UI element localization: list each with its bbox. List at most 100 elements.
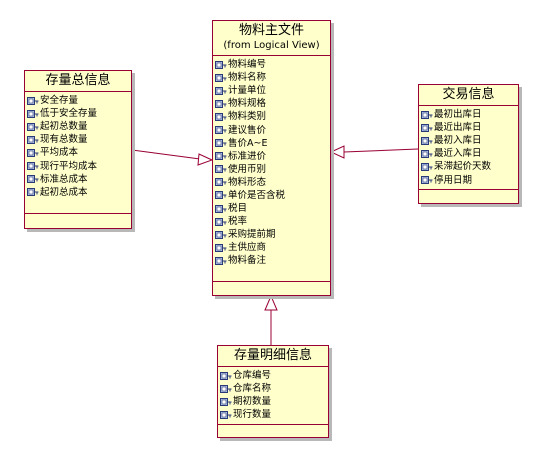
attribute-key-icon <box>27 122 40 132</box>
attribute-row[interactable]: 最初出库日 <box>419 108 518 121</box>
generalization-trade <box>329 145 419 159</box>
generalization-stock-detail <box>264 294 278 345</box>
attribute-label: 最初出库日 <box>434 109 482 121</box>
attribute-row[interactable]: 物料备注 <box>213 254 330 267</box>
attribute-label: 最近入库日 <box>434 148 482 160</box>
attribute-row[interactable]: 采购提前期 <box>213 228 330 241</box>
class-subtitle: (from Logical View) <box>223 40 320 51</box>
class-title: 交易信息 <box>442 87 495 102</box>
attribute-key-icon <box>27 187 40 197</box>
inheritance-arrow-icon <box>197 153 214 166</box>
attribute-row[interactable]: 停用日期 <box>419 173 518 186</box>
attribute-row[interactable]: 计量单位 <box>213 84 330 97</box>
operations-compartment <box>419 189 518 203</box>
operations-compartment <box>25 213 131 228</box>
class-title: 存量明细信息 <box>233 348 312 363</box>
attribute-key-icon <box>421 162 434 172</box>
attribute-list: 安全存量低于安全存量起初总数量现有总数量平均成本现行平均成本标准总成本起初总成本 <box>25 92 131 199</box>
operations-compartment <box>218 424 328 437</box>
attribute-label: 起初总数量 <box>40 121 88 133</box>
attribute-row[interactable]: 最近出库日 <box>419 121 518 134</box>
attribute-key-icon <box>421 175 434 185</box>
operations-compartment <box>213 281 330 295</box>
attribute-label: 停用日期 <box>434 174 473 186</box>
attribute-label: 物料规格 <box>228 98 267 110</box>
attribute-row[interactable]: 主供应商 <box>213 241 330 254</box>
attribute-label: 售价A~E <box>228 137 268 149</box>
attribute-label: 物料备注 <box>228 255 267 267</box>
attribute-label: 起初总成本 <box>40 186 88 198</box>
generalization-stock-total <box>131 149 214 166</box>
attribute-label: 最初入库日 <box>434 135 482 147</box>
attribute-row[interactable]: 物料规格 <box>213 97 330 110</box>
attribute-label: 物料编号 <box>228 59 267 71</box>
attribute-row[interactable]: 最初入库日 <box>419 134 518 147</box>
attribute-key-icon <box>220 384 233 394</box>
attribute-key-icon <box>27 96 40 106</box>
attribute-label: 物料名称 <box>228 72 267 84</box>
attribute-key-icon <box>215 73 228 83</box>
attribute-row[interactable]: 物料类别 <box>213 110 330 123</box>
attribute-row[interactable]: 平均成本 <box>25 146 131 159</box>
class-stock-detail[interactable]: 存量明细信息 仓库编号仓库名称期初数量现行数量 <box>217 345 329 438</box>
class-stock-total[interactable]: 存量总信息 安全存量低于安全存量起初总数量现有总数量平均成本现行平均成本标准总成… <box>24 70 132 229</box>
attribute-label: 物料形态 <box>228 176 267 188</box>
attribute-row[interactable]: 税目 <box>213 202 330 215</box>
attribute-row[interactable]: 期初数量 <box>218 395 328 408</box>
class-trade-info[interactable]: 交易信息 最初出库日最近出库日最初入库日最近入库日呆滞起价天数停用日期 <box>418 84 519 204</box>
attribute-label: 平均成本 <box>40 147 79 159</box>
attribute-label: 计量单位 <box>228 85 267 97</box>
attribute-row[interactable]: 使用币别 <box>213 163 330 176</box>
attribute-label: 主供应商 <box>228 242 267 254</box>
attribute-row[interactable]: 标准总成本 <box>25 173 131 186</box>
attribute-row[interactable]: 物料编号 <box>213 58 330 71</box>
attribute-row[interactable]: 税率 <box>213 215 330 228</box>
attribute-row[interactable]: 物料形态 <box>213 176 330 189</box>
attribute-label: 最近出库日 <box>434 122 482 134</box>
class-material-master[interactable]: 物料主文件 (from Logical View) 物料编号物料名称计量单位物料… <box>212 20 331 296</box>
attribute-key-icon <box>215 86 228 96</box>
attribute-row[interactable]: 起初总数量 <box>25 120 131 133</box>
attribute-key-icon <box>215 60 228 70</box>
attribute-row[interactable]: 安全存量 <box>25 94 131 107</box>
attribute-key-icon <box>215 138 228 148</box>
attribute-row[interactable]: 呆滞起价天数 <box>419 160 518 173</box>
attribute-label: 现行平均成本 <box>40 160 98 172</box>
attribute-key-icon <box>215 99 228 109</box>
attribute-key-icon <box>215 125 228 135</box>
attribute-row[interactable]: 低于安全存量 <box>25 107 131 120</box>
attribute-row[interactable]: 起初总成本 <box>25 186 131 199</box>
attribute-label: 安全存量 <box>40 95 79 107</box>
inheritance-arrow-icon <box>264 294 278 311</box>
attribute-key-icon <box>215 151 228 161</box>
attribute-key-icon <box>220 371 233 381</box>
attribute-label: 使用币别 <box>228 163 267 175</box>
attribute-row[interactable]: 现行数量 <box>218 408 328 421</box>
attribute-key-icon <box>421 110 434 120</box>
attribute-label: 仓库编号 <box>233 370 272 382</box>
attribute-row[interactable]: 仓库编号 <box>218 369 328 382</box>
attribute-row[interactable]: 现有总数量 <box>25 133 131 146</box>
attribute-key-icon <box>215 230 228 240</box>
attribute-row[interactable]: 售价A~E <box>213 137 330 150</box>
attribute-row[interactable]: 标准进价 <box>213 150 330 163</box>
attribute-key-icon <box>421 136 434 146</box>
attribute-label: 现有总数量 <box>40 134 88 146</box>
attribute-label: 单价是否含税 <box>228 189 286 201</box>
attribute-row[interactable]: 单价是否含税 <box>213 189 330 202</box>
attribute-row[interactable]: 现行平均成本 <box>25 159 131 172</box>
attribute-key-icon <box>27 161 40 171</box>
class-title: 物料主文件 <box>238 23 304 38</box>
attribute-key-icon <box>27 109 40 119</box>
attribute-row[interactable]: 最近入库日 <box>419 147 518 160</box>
attribute-key-icon <box>27 174 40 184</box>
attribute-row[interactable]: 仓库名称 <box>218 382 328 395</box>
attribute-label: 期初数量 <box>233 396 272 408</box>
attribute-row[interactable]: 建议售价 <box>213 123 330 136</box>
attribute-key-icon <box>421 123 434 133</box>
attribute-label: 税率 <box>228 216 248 228</box>
attribute-key-icon <box>215 204 228 214</box>
attribute-row[interactable]: 物料名称 <box>213 71 330 84</box>
